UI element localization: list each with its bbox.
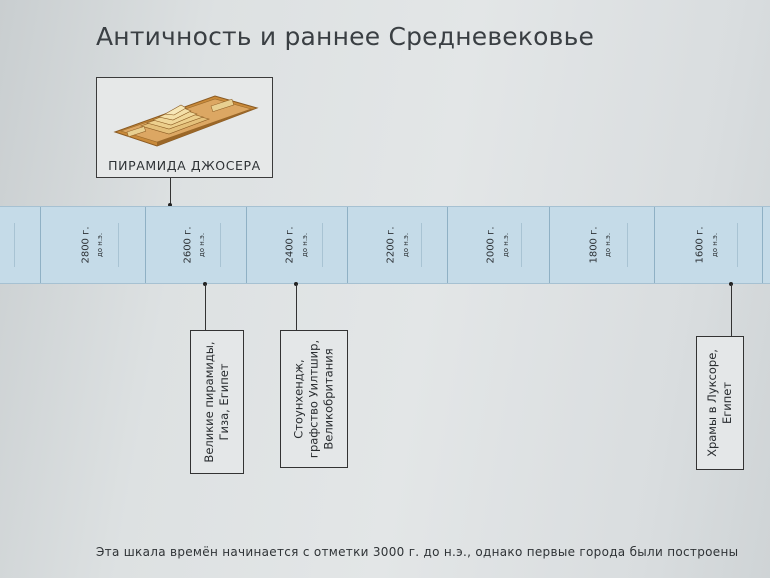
era-label: до н.э. xyxy=(402,232,410,258)
step-pyramid-illustration xyxy=(113,95,259,147)
footer-caption: Эта шкала времён начинается с отметки 30… xyxy=(96,545,739,559)
event-line: Великобритания xyxy=(321,348,336,450)
event-card-stonehenge: Стоунхендж, графство Уилтшир, Великобрит… xyxy=(280,330,348,468)
event-connector xyxy=(731,284,732,336)
tick xyxy=(40,207,41,283)
event-line: Гиза, Египет xyxy=(217,363,231,441)
event-line: Великие пирамиды, xyxy=(202,341,216,463)
event-line: графство Уилтшир, xyxy=(306,339,321,459)
tick xyxy=(549,207,550,283)
era-label: до н.э. xyxy=(198,232,206,258)
event-line: Египет xyxy=(720,381,734,425)
tick xyxy=(627,223,628,267)
tick xyxy=(421,223,422,267)
tick xyxy=(118,223,119,267)
event-card-great-pyramids: Великие пирамиды, Гиза, Египет xyxy=(190,330,244,474)
tick xyxy=(322,223,323,267)
hero-connector xyxy=(170,178,171,205)
era-label: до н.э. xyxy=(301,232,309,258)
tick xyxy=(246,207,247,283)
tick xyxy=(762,207,763,283)
era-label: до н.э. xyxy=(96,232,104,258)
era-label: до н.э. xyxy=(604,232,612,258)
tick xyxy=(447,207,448,283)
tick xyxy=(145,207,146,283)
timeline-band: 2800 г. до н.э. 2600 г. до н.э. 2400 г. … xyxy=(0,206,770,284)
event-connector xyxy=(296,284,297,330)
hero-connector-dot xyxy=(168,203,172,207)
page-title: Античность и раннее Средневековье xyxy=(96,22,595,51)
event-card-luxor-temples: Храмы в Луксоре, Египет xyxy=(696,336,744,470)
event-line: Стоунхендж, xyxy=(291,359,306,439)
era-label: до н.э. xyxy=(711,232,719,258)
event-line: Храмы в Луксоре, xyxy=(705,349,719,457)
hero-label: ПИРАМИДА ДЖОСЕРА xyxy=(108,158,261,173)
event-connector xyxy=(205,284,206,330)
tick xyxy=(521,223,522,267)
tick xyxy=(14,223,15,267)
tick xyxy=(347,207,348,283)
tick xyxy=(654,207,655,283)
tick xyxy=(737,223,738,267)
tick xyxy=(220,223,221,267)
era-label: до н.э. xyxy=(502,232,510,258)
hero-card-pyramid: ПИРАМИДА ДЖОСЕРА xyxy=(96,77,273,178)
